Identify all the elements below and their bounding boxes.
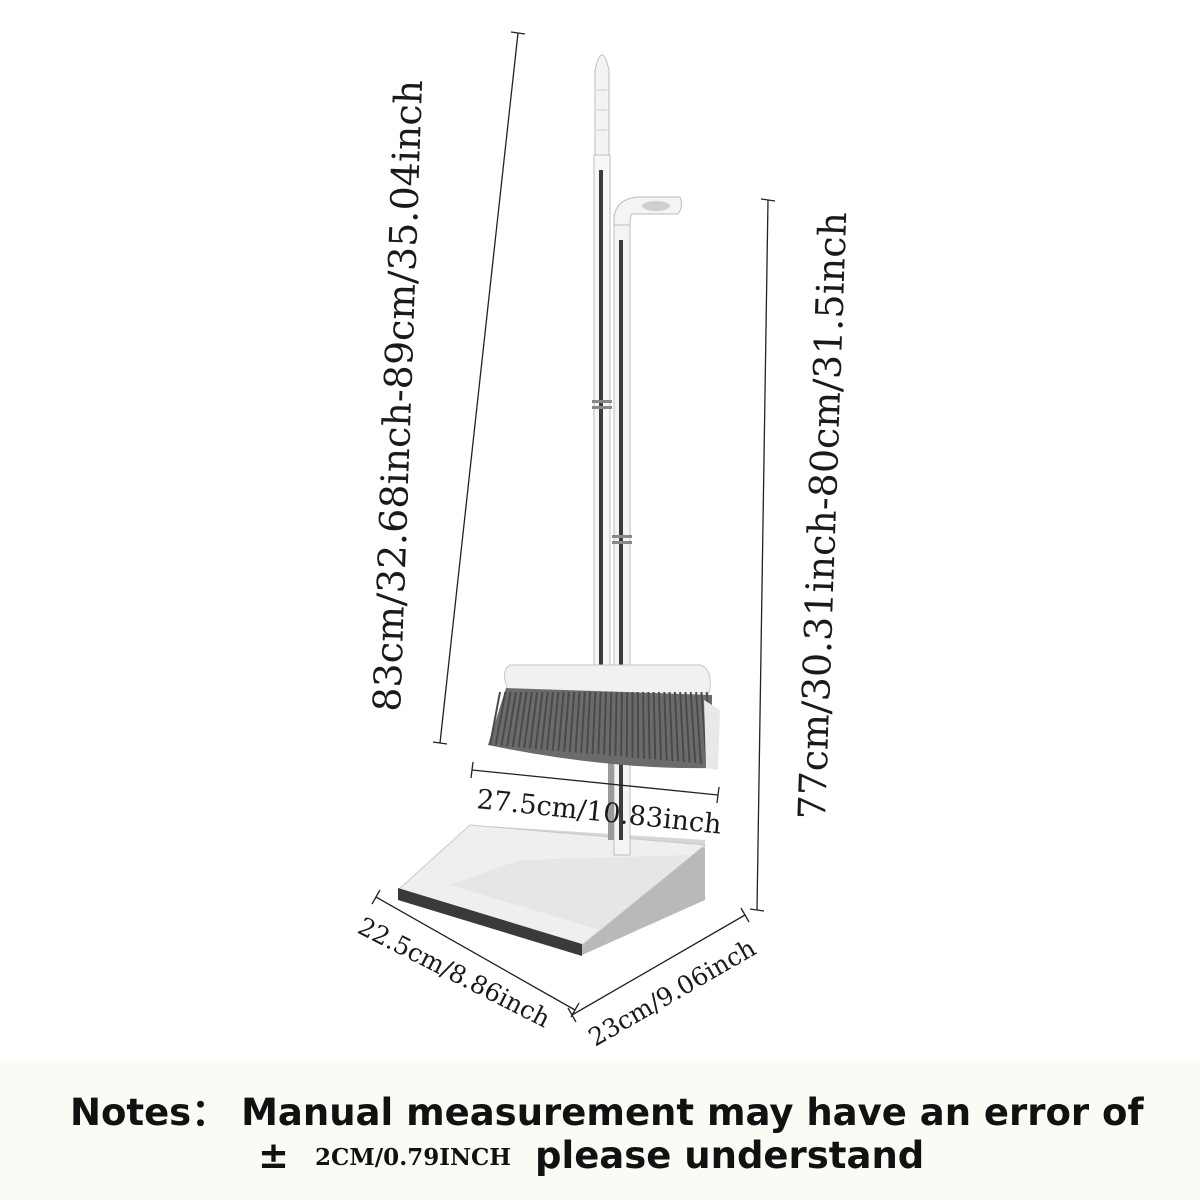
dustpan-width-line [375,896,576,1011]
notes-banner [0,1060,1200,1200]
total-height-label: 83cm/32.68inch-89cm/35.04inch [365,79,431,712]
broom-head [488,664,720,770]
broom-width-line [471,769,719,796]
plus-minus-sign: ± [258,1134,290,1177]
notes-line-2-tail: please understand [535,1134,925,1177]
dustpan-lip [398,888,582,956]
dustpan [397,824,707,956]
dustpan-inner-shade [450,855,690,930]
notes-line-2: ±2CM/0.79INCH please understand [258,1134,1158,1177]
dimension-lines [371,31,776,1023]
dustpan-height-line [756,199,769,911]
broom-bristles [489,691,714,765]
notes-line-1: Notes： Manual measurement may have an er… [70,1091,1144,1134]
tolerance-value: 2CM/0.79INCH [315,1144,512,1171]
dustpan-depth-line [571,914,746,1016]
total-height-line [439,32,519,744]
dustpan-height-label: 77cm/30.31inch-80cm/31.5inch [790,211,855,820]
